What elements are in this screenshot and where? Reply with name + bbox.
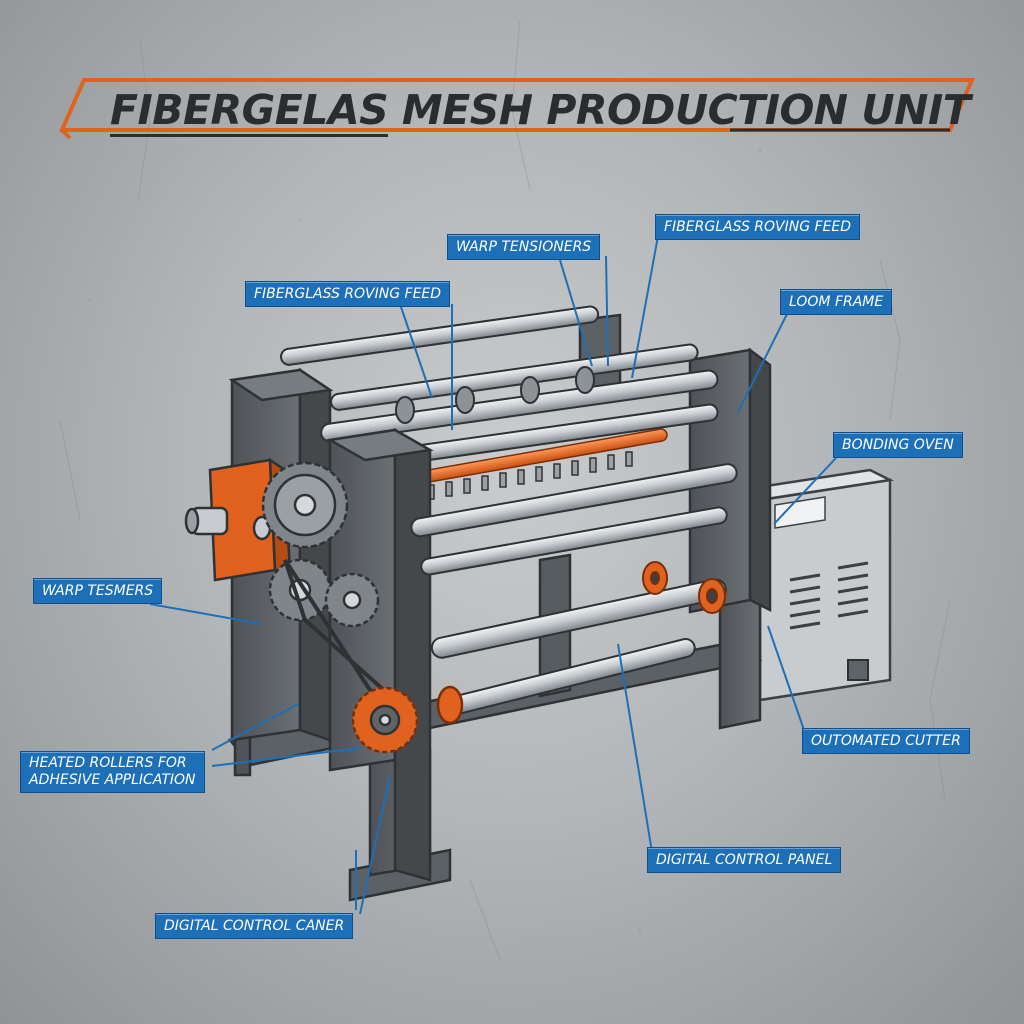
callout-bonding-oven: BONDING OVEN	[833, 432, 963, 458]
gear-train	[261, 461, 397, 702]
callout-loom-frame: LOOM FRAME	[780, 289, 893, 315]
title-banner	[58, 78, 976, 140]
top-rollers	[280, 305, 719, 471]
callout-outomated-cutter: OUTOMATED CUTTER	[802, 728, 970, 754]
callout-heated-rollers: HEATED ROLLERS FOR ADHESIVE APPLICATION	[20, 751, 205, 793]
warp-tension-wheels	[395, 366, 595, 424]
title-rest: MESH PRODUCTION UNIT	[388, 86, 971, 134]
front-orange-gear	[351, 685, 464, 754]
callout-digital-control-panel: DIGITAL CONTROL PANEL	[647, 847, 842, 873]
callout-fiberglass-roving-feed-right: FIBERGLASS ROVING FEED	[655, 214, 861, 240]
callout-fiberglass-roving-feed-left: FIBERGLASS ROVING FEED	[245, 281, 451, 307]
heated-rollers-line1: HEATED ROLLERS FOR	[29, 755, 187, 771]
bonding-oven-cabinet	[735, 468, 895, 702]
title-emphasis: FIBERGELAS	[110, 86, 389, 137]
heated-rollers-line2: ADHESIVE APPLICATION	[29, 772, 196, 788]
lower-rollers	[410, 463, 738, 717]
right-pulleys	[642, 561, 726, 614]
page-title: FIBERGELAS MESH PRODUCTION UNIT	[110, 86, 971, 137]
callout-digital-control-caner: DIGITAL CONTROL CANER	[155, 913, 354, 939]
callout-warp-tensioners: WARP TENSIONERS	[447, 234, 601, 260]
orange-heated-rod	[400, 428, 668, 503]
callout-warp-tesmers: WARP TESMERS	[33, 578, 163, 604]
